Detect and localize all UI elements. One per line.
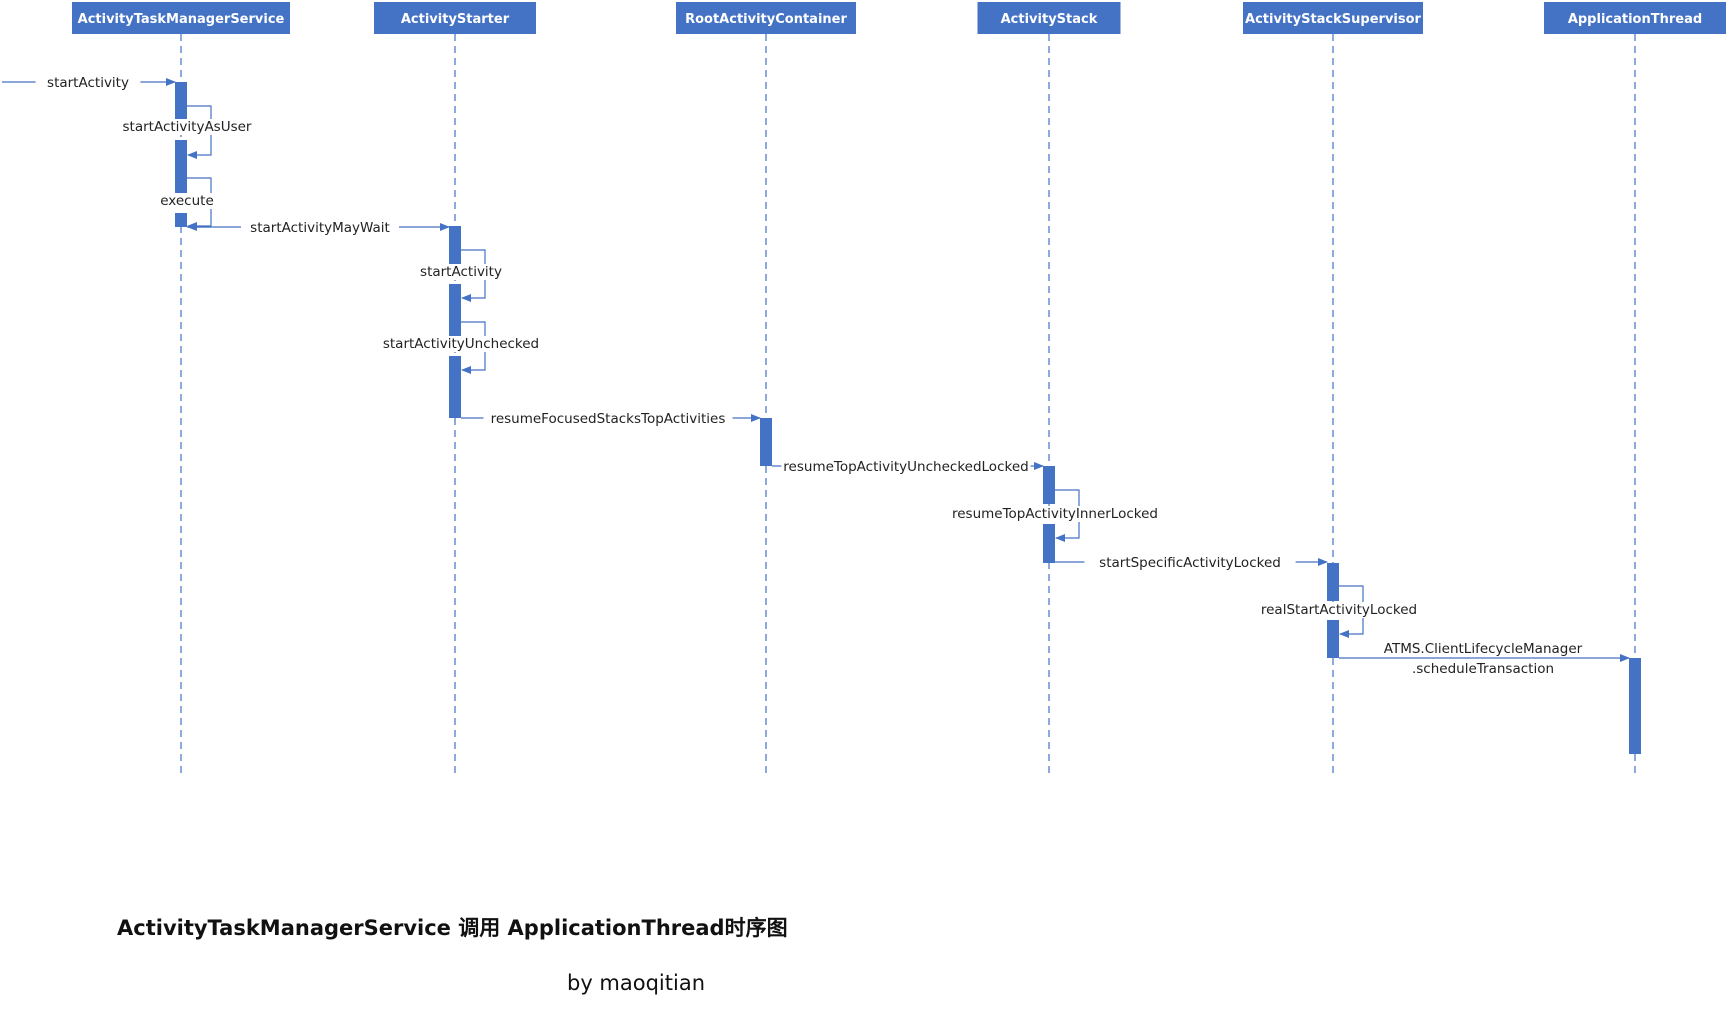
message-label-bg — [111, 119, 263, 135]
message-10: realStartActivityLocked — [1248, 585, 1430, 638]
diagram-caption-title: ActivityTaskManagerService 调用 Applicatio… — [117, 916, 788, 940]
message-label: startActivityUnchecked — [383, 336, 539, 352]
participant-box — [676, 2, 856, 34]
message-label-bg — [483, 411, 733, 427]
message-label-bg — [945, 506, 1165, 522]
message-3: startActivityMayWait — [187, 220, 450, 236]
activation-bar — [1043, 466, 1055, 504]
participant-box — [72, 2, 290, 34]
participant-label: ActivityStackSupervisor — [1245, 12, 1422, 27]
message-label-bg — [408, 264, 514, 280]
activation-bar — [1629, 658, 1641, 754]
participant-stack: ActivityStack — [977, 2, 1121, 34]
message-label: resumeFocusedStacksTopActivities — [491, 411, 726, 427]
activation-bar — [175, 213, 187, 227]
message-1: startActivityAsUser — [111, 105, 263, 159]
participant-starter: ActivityStarter — [374, 2, 536, 34]
message-5: startActivityUnchecked — [374, 321, 548, 374]
activation-bar — [1327, 620, 1339, 658]
participant-label: ActivityStack — [1001, 12, 1098, 27]
message-label-bg — [35, 75, 141, 91]
message-9: startSpecificActivityLocked — [1055, 555, 1328, 571]
message-11: ATMS.ClientLifecycleManager .scheduleTran… — [1339, 641, 1630, 677]
participant-rac: RootActivityContainer — [676, 2, 856, 34]
message-label-bg — [1377, 641, 1589, 657]
activation-bar — [175, 140, 187, 193]
participant-box — [1243, 2, 1423, 34]
activation-bar — [449, 284, 461, 336]
message-label: resumeTopActivityUncheckedLocked — [783, 459, 1028, 475]
participant-atms: ActivityTaskManagerService — [72, 2, 290, 34]
participant-box — [977, 2, 1121, 34]
message-4: startActivity — [408, 249, 514, 302]
participant-label: ActivityStarter — [401, 12, 510, 27]
message-label-bg — [1404, 661, 1562, 677]
participant-label: ApplicationThread — [1568, 12, 1702, 27]
message-label: execute — [160, 193, 214, 209]
participant-box — [1544, 2, 1726, 34]
message-7: resumeTopActivityUncheckedLocked — [772, 459, 1044, 475]
message-label: startActivityAsUser — [123, 119, 252, 135]
message-6: resumeFocusedStacksTopActivities — [461, 411, 761, 427]
message-2: execute — [157, 177, 217, 230]
message-label-bg — [241, 220, 399, 236]
message-8: resumeTopActivityInnerLocked — [945, 489, 1165, 542]
message-label: resumeTopActivityInnerLocked — [952, 506, 1158, 522]
message-label-bg — [157, 193, 217, 209]
participant-box — [374, 2, 536, 34]
message-label: startActivity — [420, 264, 502, 280]
participant-supervisor: ActivityStackSupervisor — [1243, 2, 1423, 34]
message-label: startSpecificActivityLocked — [1099, 555, 1281, 571]
participant-label: RootActivityContainer — [685, 12, 847, 27]
activation-bar — [1043, 524, 1055, 563]
activation-bar — [1327, 563, 1339, 601]
activation-bar — [449, 356, 461, 418]
activation-bar — [449, 226, 461, 265]
message-0: startActivity — [2, 75, 176, 91]
activation-bar — [760, 418, 772, 466]
message-label-bg — [374, 336, 548, 352]
message-label: startActivityMayWait — [250, 220, 390, 236]
message-label-bg — [1084, 555, 1296, 571]
message-label-line-2: .scheduleTransaction — [1412, 661, 1554, 677]
message-label-line-1: ATMS.ClientLifecycleManager — [1384, 641, 1583, 657]
message-label: startActivity — [47, 75, 129, 91]
participant-label: ActivityTaskManagerService — [78, 12, 285, 27]
participant-appthread: ApplicationThread — [1544, 2, 1726, 34]
activation-bar — [175, 82, 187, 121]
message-label: realStartActivityLocked — [1261, 602, 1417, 618]
message-label-bg — [1248, 602, 1430, 618]
diagram-caption-author: by maoqitian — [567, 971, 706, 995]
message-label-bg — [781, 459, 1031, 475]
